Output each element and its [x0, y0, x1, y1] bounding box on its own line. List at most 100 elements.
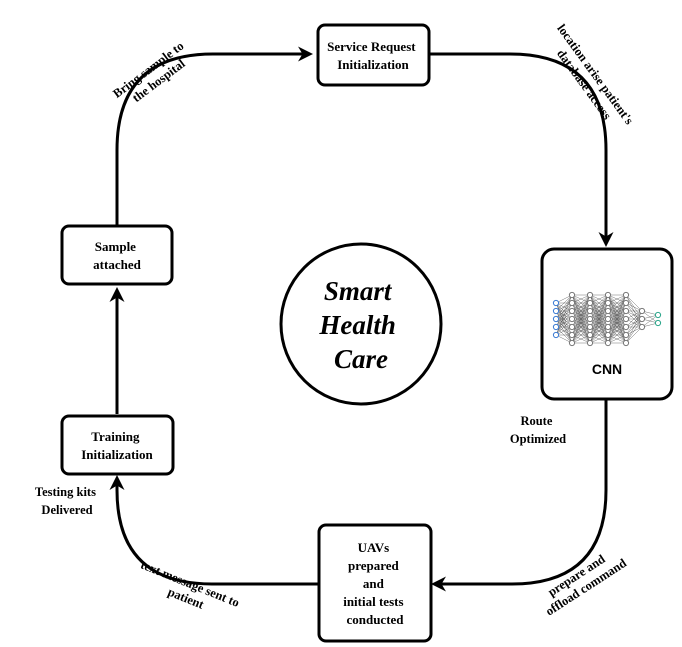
nn-node — [604, 323, 612, 331]
nn-connection — [571, 294, 591, 312]
nn-node — [654, 311, 662, 319]
nn-connection — [571, 302, 591, 344]
connector-sample-to-service — [115, 46, 313, 226]
nn-connection — [607, 310, 627, 344]
nn-node — [568, 291, 576, 299]
nn-node — [638, 323, 646, 331]
nn-connection — [589, 294, 609, 312]
nn-connection — [589, 318, 609, 344]
nn-connection — [555, 294, 573, 328]
node-training: Training Initialization — [60, 414, 175, 476]
sample-line-1: Sample — [95, 239, 136, 254]
nn-connection — [555, 294, 573, 312]
nn-node — [604, 291, 612, 299]
uavs-line-5: conducted — [346, 612, 404, 627]
nn-connection — [589, 294, 609, 336]
sample-line-2: attached — [93, 257, 141, 272]
nn-node — [552, 331, 560, 339]
nn-connection — [555, 310, 573, 336]
nn-connection — [589, 334, 609, 344]
cnn-label: CNN — [592, 361, 622, 377]
nn-connection — [625, 310, 643, 344]
nn-connection — [641, 314, 659, 328]
nn-node — [586, 299, 594, 307]
nn-connection — [607, 302, 627, 344]
training-line-1: Training — [91, 429, 140, 444]
nn-node — [654, 319, 662, 327]
nn-node — [586, 331, 594, 339]
nn-connection — [571, 294, 591, 336]
nn-node — [604, 315, 612, 323]
nn-connection — [555, 294, 573, 320]
nn-connection — [571, 310, 591, 344]
nn-connection — [571, 326, 591, 344]
nn-node — [568, 331, 576, 339]
nn-connection — [607, 294, 627, 304]
nn-node — [568, 315, 576, 323]
nn-node — [622, 299, 630, 307]
nn-node — [604, 339, 612, 347]
edge-label-route-optimized: Route Optimized — [510, 414, 566, 446]
center-line-2: Health — [318, 310, 396, 340]
nn-node — [568, 299, 576, 307]
nn-node — [622, 291, 630, 299]
uavs-line-2: prepared — [348, 558, 400, 573]
service-request-line-1: Service Request — [327, 39, 416, 54]
nn-connection — [625, 310, 643, 336]
nn-connection — [607, 318, 627, 344]
nn-node — [638, 307, 646, 315]
uavs-line-3: and — [363, 576, 385, 591]
nn-node — [622, 331, 630, 339]
nn-connection — [607, 294, 627, 312]
connector-uavs-to-training — [109, 475, 320, 586]
svg-text:UAVs prepared and: UAVs prepared and initial tests conducte… — [343, 540, 407, 627]
edge-label-location-access: location arise patient's database access — [542, 22, 638, 139]
connector-service-to-cnn — [430, 52, 614, 247]
nn-connection — [555, 318, 573, 336]
uavs-line-1: UAVs — [358, 540, 390, 555]
edge-label-testing-kits: Testing kits Delivered — [35, 485, 99, 517]
nn-connection — [607, 294, 627, 336]
nn-node — [586, 315, 594, 323]
nn-node — [552, 315, 560, 323]
nn-connection — [589, 326, 609, 344]
nn-connection — [571, 294, 591, 328]
nn-connection — [571, 294, 591, 304]
nn-connection — [607, 294, 627, 328]
edge-label-bring-sample: Bring sample to the hospital — [110, 37, 198, 113]
nn-connection — [589, 294, 609, 320]
center-line-3: Care — [334, 344, 388, 374]
nn-connection — [571, 318, 591, 344]
node-cnn: CNN — [540, 247, 674, 401]
node-uavs: UAVs prepared and initial tests conducte… — [317, 523, 433, 643]
nn-node — [568, 307, 576, 315]
neural-network-icon — [552, 291, 662, 347]
training-line-2: Initialization — [81, 447, 153, 462]
nn-connection — [589, 294, 609, 304]
nn-connection — [607, 294, 627, 320]
connector-cnn-to-uavs — [431, 400, 608, 592]
nn-node — [586, 339, 594, 347]
nn-node — [622, 307, 630, 315]
nn-connection — [571, 334, 591, 344]
node-service-request: Service Request Initialization — [316, 23, 431, 87]
nn-node — [604, 299, 612, 307]
nn-node — [552, 323, 560, 331]
nn-connection — [625, 326, 643, 344]
nn-connection — [589, 294, 609, 328]
nn-node — [586, 291, 594, 299]
nn-node — [622, 339, 630, 347]
nn-node — [568, 323, 576, 331]
nn-node — [604, 307, 612, 315]
center-circle — [279, 242, 443, 406]
nn-connection — [571, 294, 591, 320]
nn-connection — [625, 310, 643, 328]
center-line-1: Smart — [324, 276, 393, 306]
nn-node — [552, 299, 560, 307]
nn-node — [638, 315, 646, 323]
service-request-line-2: Initialization — [337, 57, 409, 72]
nn-node — [586, 323, 594, 331]
svg-text:Service Request Initiali: Service Request Initialization — [327, 39, 419, 72]
node-sample: Sample attached — [60, 224, 174, 286]
svg-text:Sample attached: Sample attached — [93, 239, 141, 272]
